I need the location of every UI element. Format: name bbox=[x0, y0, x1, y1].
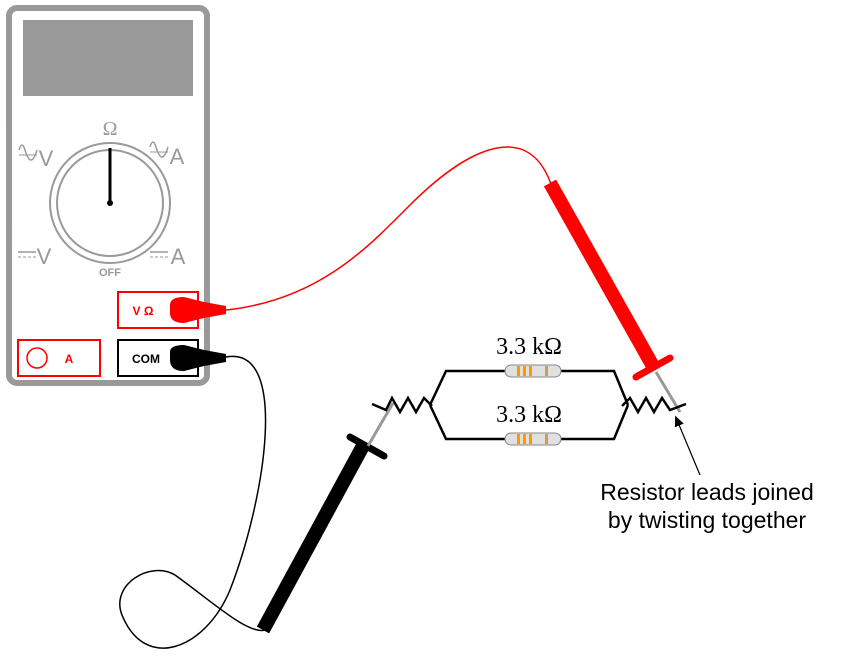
annotation-line-2: by twisting together bbox=[608, 507, 807, 533]
dial-ohm-label: Ω bbox=[103, 118, 118, 140]
dial-dc-amps-label: A bbox=[171, 244, 186, 269]
red-plug bbox=[170, 297, 226, 323]
red-test-lead[interactable] bbox=[170, 146, 682, 413]
annotation-line-1: Resistor leads joined bbox=[600, 479, 814, 505]
red-probe-body bbox=[543, 179, 661, 372]
selector-dial[interactable] bbox=[49, 142, 171, 264]
multimeter: Ω OFF V A V A V Ω A COM bbox=[6, 5, 210, 386]
resistor-bottom bbox=[504, 432, 562, 446]
twist-annotation: Resistor leads joined by twisting togeth… bbox=[600, 415, 814, 533]
bottom-branch-wire bbox=[428, 404, 630, 441]
amps-jack[interactable]: A bbox=[17, 339, 101, 377]
amps-jack-label: A bbox=[65, 352, 74, 366]
red-probe-tip bbox=[654, 371, 682, 413]
twisted-joint-left bbox=[371, 395, 433, 415]
ac-wave-icon bbox=[149, 141, 169, 158]
resistor-bottom-label: 3.3 kΩ bbox=[496, 402, 562, 428]
dial-off-label: OFF bbox=[99, 267, 121, 279]
resistor-top-label: 3.3 kΩ bbox=[496, 334, 562, 360]
red-probe-guard bbox=[632, 354, 674, 381]
annotation-arrow bbox=[674, 415, 701, 476]
black-plug bbox=[170, 345, 226, 371]
resistor-top bbox=[504, 364, 562, 378]
dial-ac-volts-label: V bbox=[39, 146, 54, 171]
black-probe-body bbox=[256, 440, 371, 634]
volt-ohm-jack-label: V Ω bbox=[133, 304, 154, 318]
black-test-lead[interactable] bbox=[119, 345, 395, 649]
dial-dc-volts-label: V bbox=[37, 244, 52, 269]
meter-display bbox=[23, 20, 193, 96]
black-lead-wire bbox=[119, 355, 267, 649]
black-probe-tip bbox=[366, 402, 395, 447]
dial-ac-amps-label: A bbox=[170, 144, 185, 169]
parallel-resistor-circuit: 3.3 kΩ 3.3 kΩ bbox=[371, 334, 687, 446]
jack-socket bbox=[26, 347, 48, 369]
black-probe-guard bbox=[346, 433, 388, 460]
common-jack-label: COM bbox=[132, 352, 160, 366]
twisted-joint-right bbox=[621, 395, 687, 415]
ac-wave-icon bbox=[18, 144, 38, 161]
top-branch-wire bbox=[428, 369, 630, 406]
red-lead-wire bbox=[225, 146, 553, 311]
